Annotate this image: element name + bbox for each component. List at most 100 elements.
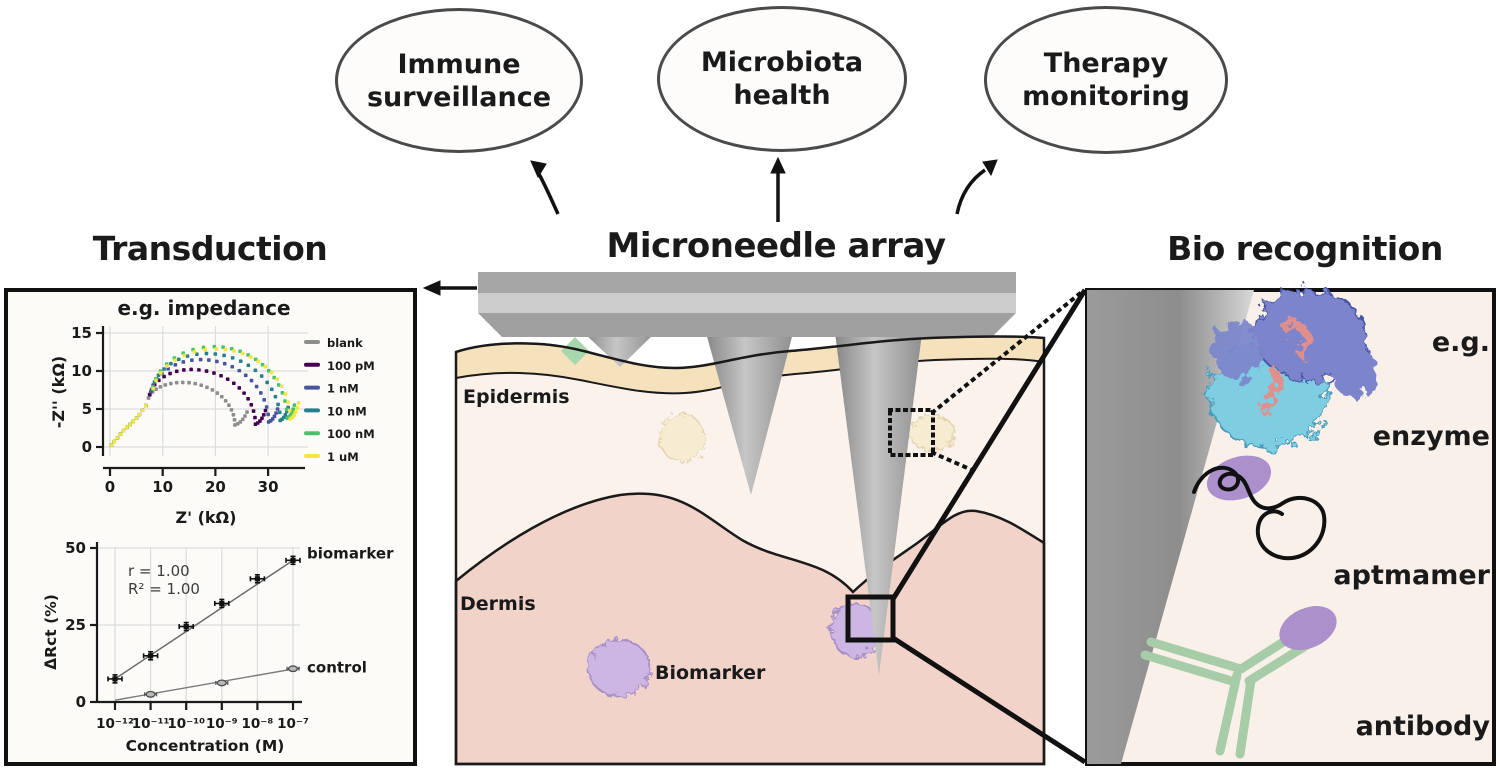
- y-tick-label: 15: [71, 324, 92, 342]
- calibration-ylabel: ΔRct (%): [42, 594, 60, 670]
- x-tick-label: 10⁻⁷: [277, 716, 309, 732]
- nyquist-ylabel: -Z'' (kΩ): [49, 356, 68, 428]
- series-control: [114, 665, 301, 701]
- calibration-grid: [98, 547, 300, 702]
- transduction-title: Transduction: [92, 229, 328, 268]
- immune-cell-green: [561, 337, 589, 365]
- x-tick-label: 10⁻¹¹: [132, 716, 170, 732]
- y-tick-label: 0: [82, 438, 92, 456]
- series-1 uM: [109, 347, 301, 447]
- arrow-to-microbiota-head: [770, 156, 786, 174]
- legend-swatch: [304, 408, 320, 413]
- aptamer-illustration: [1192, 455, 1327, 561]
- transduction-panel: [4, 288, 417, 766]
- legend-label: 1 uM: [327, 450, 359, 464]
- y-tick-label: 0: [76, 693, 86, 711]
- solid-callout-line: [890, 288, 1088, 601]
- dotted-callout-line: [930, 288, 1086, 415]
- legend-label: 1 nM: [327, 382, 359, 396]
- solid-callout-line: [891, 635, 1087, 765]
- arrow-to-immune: [537, 173, 560, 215]
- bubble-line: surveillance: [366, 81, 552, 113]
- bubble-microbiota-health: Microbiota health: [657, 6, 907, 152]
- nyquist-impedance-chart: 0 10 20 30 0 5 10 15 e.g. impedance Z' (kΩ) -Z'' (…: [49, 296, 375, 527]
- y-tick-label: 25: [65, 616, 86, 634]
- legend-swatch: [304, 385, 320, 390]
- y-tick-label: 50: [65, 539, 86, 557]
- microneedle-array-base: [478, 272, 1016, 337]
- bubble-line: monitoring: [1022, 81, 1190, 112]
- nyquist-axes: 0 10 20 30 0 5 10 15: [71, 324, 305, 496]
- dermis-label: Dermis: [460, 593, 536, 615]
- x-tick-label: 10⁻¹⁰: [167, 716, 205, 732]
- legend-label: blank: [327, 336, 363, 350]
- microneedle-1: [584, 333, 655, 367]
- series-biomarker: [107, 555, 301, 684]
- bubble-line: Therapy: [1043, 48, 1169, 79]
- y-tick-label: 10: [71, 362, 92, 380]
- legend-swatch: [304, 431, 320, 436]
- x-tick-label: 10⁻⁸: [241, 716, 273, 732]
- bubble-immune-surveillance: Immune surveillance: [335, 8, 583, 153]
- nyquist-xlabel: Z' (kΩ): [176, 508, 237, 527]
- enzyme-label: enzyme: [1372, 421, 1490, 452]
- legend-label: 100 pM: [327, 359, 375, 373]
- y-tick-label: 5: [82, 400, 92, 418]
- legend-swatch: [304, 340, 320, 344]
- nyquist-title: e.g. impedance: [117, 296, 290, 320]
- eg-label: e.g.: [1431, 327, 1490, 358]
- series-100 pM: [109, 367, 268, 447]
- bubble-line: Immune: [397, 48, 521, 80]
- x-tick-label: 10⁻¹²: [96, 716, 134, 732]
- microneedle-array-title: Microneedle array: [606, 226, 946, 266]
- bio-recognition-title: Bio recognition: [1167, 229, 1443, 268]
- aptamer-strand: [1192, 465, 1327, 561]
- microneedle-3: [835, 333, 922, 675]
- series-blank: [109, 380, 249, 447]
- solid-magnifier-box: [845, 594, 896, 643]
- epidermis-label: Epidermis: [463, 386, 570, 408]
- bubble-line: health: [733, 80, 831, 111]
- microneedle-2: [706, 333, 793, 495]
- cream-blob: [659, 413, 705, 463]
- nyquist-grid: [104, 326, 308, 456]
- antibody-target-purple: [1279, 606, 1337, 650]
- biomarker-label: Biomarker: [655, 662, 766, 684]
- fit-annotation: R² = 1.00: [128, 580, 200, 598]
- dotted-callout-line: [930, 450, 975, 473]
- bubble-line: Microbiota: [700, 47, 864, 78]
- legend-swatch: [304, 454, 320, 458]
- dotted-magnifier-box: [888, 408, 935, 457]
- control-series-label: control: [307, 659, 367, 677]
- callout-group: [845, 288, 1088, 765]
- antibody-label: antibody: [1355, 711, 1490, 742]
- legend-swatch: [304, 362, 320, 367]
- x-tick-label: 20: [205, 478, 226, 496]
- dermis-region: [454, 492, 1046, 766]
- bio-recognition-illustrations: [1087, 289, 1375, 764]
- enzyme-illustration: [1207, 289, 1375, 448]
- arrow-to-therapy-head: [982, 159, 998, 177]
- x-tick-label: 30: [258, 478, 279, 496]
- x-tick-label: 10: [152, 478, 173, 496]
- arrow-to-immune-head: [530, 160, 547, 179]
- skin-box-border: [454, 335, 1046, 766]
- fit-annotation: r = 1.00: [128, 562, 190, 580]
- biomarker-blob: [587, 639, 651, 697]
- legend-label: 10 nM: [327, 404, 367, 418]
- x-tick-label: 10⁻⁹: [206, 716, 238, 732]
- x-tick-label: 0: [105, 478, 115, 496]
- calibration-xlabel: Concentration (M): [126, 737, 285, 755]
- skin-cross-section: [454, 272, 1046, 766]
- arrow-to-transduction-head: [422, 280, 441, 296]
- arrow-to-therapy: [955, 168, 987, 215]
- aptamer-label: aptmamer: [1333, 560, 1490, 591]
- bubble-therapy-monitoring: Therapy monitoring: [984, 6, 1228, 154]
- antibody-illustration: [1140, 625, 1315, 759]
- biomarker-series-label: biomarker: [307, 544, 394, 562]
